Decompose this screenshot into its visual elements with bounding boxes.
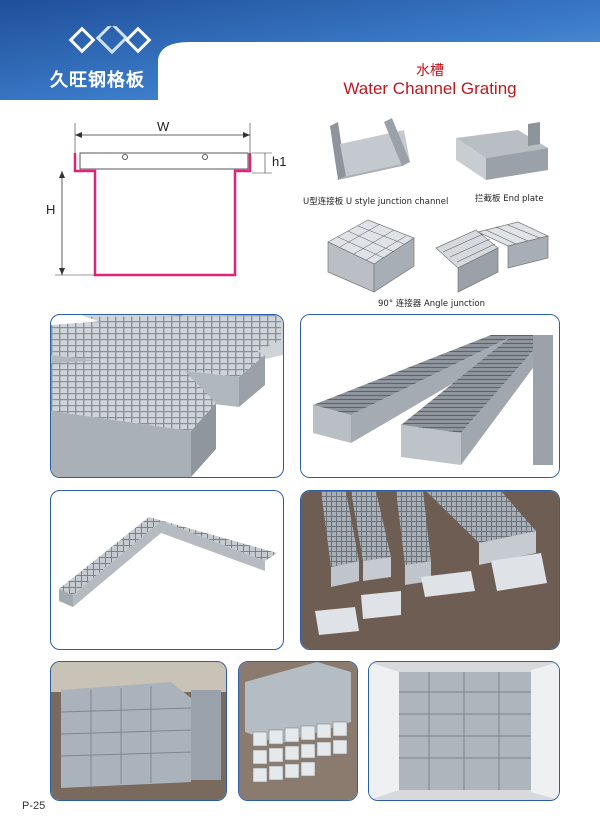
page-title-cn: 水槽 (416, 63, 444, 79)
photo-channels-with-parts (300, 490, 560, 650)
flange-label: h1 (272, 154, 287, 169)
page-title-en: Water Channel Grating (343, 79, 517, 98)
u-channel-image (330, 118, 410, 180)
end-plate-caption: 拦截板 End plate (475, 194, 544, 204)
page-number: P-25 (22, 800, 46, 812)
brand-logo (68, 26, 152, 55)
brand-name: 久旺钢格板 (50, 70, 145, 91)
height-label: H (46, 202, 56, 217)
width-label: W (157, 119, 170, 134)
photo-channels-long (300, 314, 560, 478)
photo-packed-pallets (50, 661, 227, 801)
photo-stacked-channels (238, 661, 358, 801)
end-plate-image (456, 122, 548, 180)
photo-channels-closeup (50, 314, 284, 478)
angle-junction-image (327, 219, 550, 293)
photo-container-loading (368, 661, 560, 801)
photo-angle-channel (50, 490, 284, 650)
u-channel-caption: U型连接板 U style junction channel (303, 197, 449, 207)
channel-dimension-diagram (55, 123, 272, 277)
angle-junction-caption: 90° 连接器 Angle junction (378, 299, 485, 309)
